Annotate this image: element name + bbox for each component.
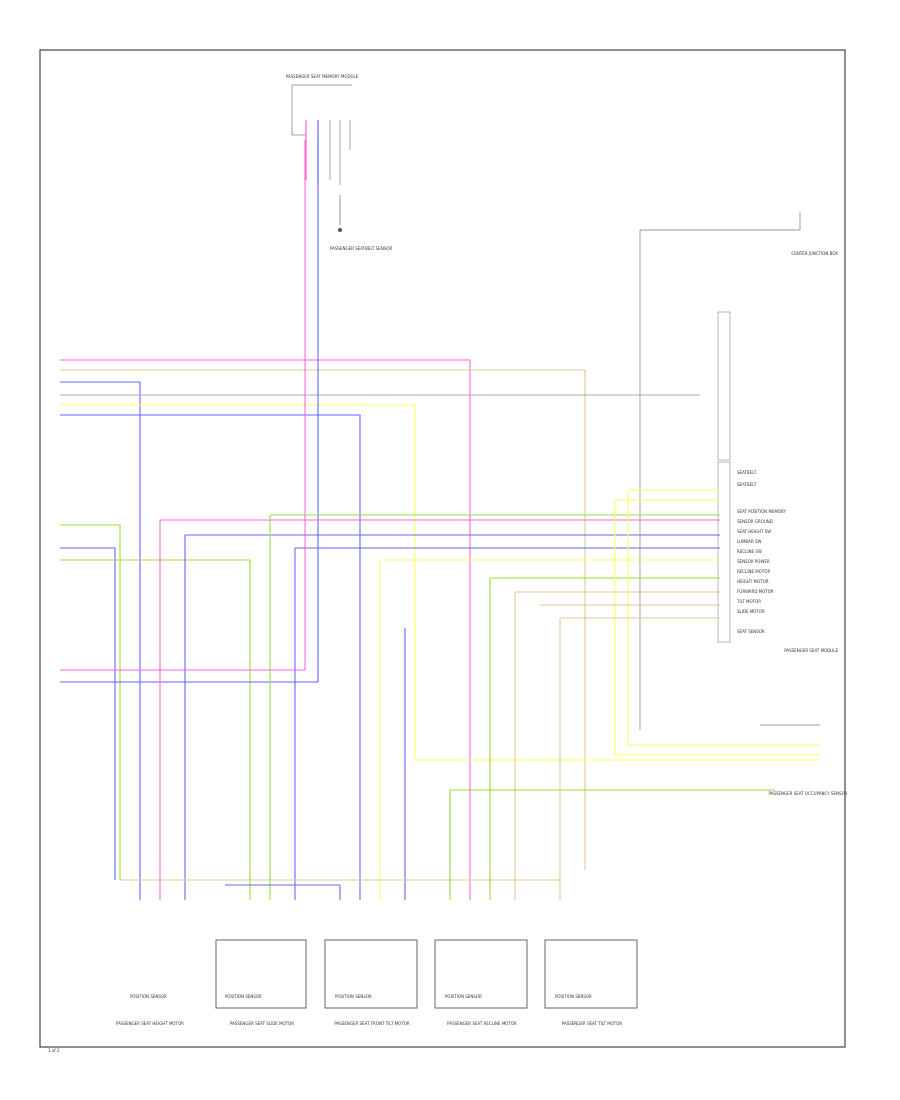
motor-4: POSITION SENSOR PASSENGER SEAT RECLINE M… [434, 939, 528, 1026]
motor-1-label: POSITION SENSOR [130, 994, 167, 999]
module-pin-11: SLIDE MOTOR [737, 609, 765, 614]
motor-4-label: POSITION SENSOR [445, 994, 482, 999]
module-pin-6: SENSOR POWER [737, 559, 770, 564]
svg-text:SEATBELT: SEATBELT [737, 470, 757, 475]
module-pin-1: SEAT POSITION MEMORY [737, 509, 787, 514]
module-pin-12: SEAT SENSOR [737, 629, 765, 634]
motor-2-caption: PASSENGER SEAT SLIDE MOTOR [230, 1021, 294, 1026]
motor-3-label: POSITION SENSOR [335, 994, 372, 999]
motor-5-caption: PASSENGER SEAT TILT MOTOR [562, 1021, 623, 1026]
top-right-label: CENTER JUNCTION BOX [791, 251, 838, 256]
motor-2-label: POSITION SENSOR [225, 994, 262, 999]
module-pin-7: RECLINE MOTOR [737, 569, 770, 574]
module-pin-2: SENSOR GROUND [737, 519, 773, 524]
bottom-components: POSITION SENSOR PASSENGER SEAT HEIGHT MO… [116, 939, 638, 1026]
pin-column [717, 311, 731, 643]
module-pin-3: SEAT HEIGHT SW [737, 529, 771, 534]
motor-2: POSITION SENSOR PASSENGER SEAT SLIDE MOT… [215, 939, 307, 1026]
seatbelt-note: PASSENGER SEATBELT SENSOR [330, 246, 393, 251]
motor-1: POSITION SENSOR PASSENGER SEAT HEIGHT MO… [116, 994, 184, 1026]
motor-4-caption: PASSENGER SEAT RECLINE MOTOR [447, 1021, 517, 1026]
right-module: SEATBELT SEATBELT SEAT POSITION MEMORY S… [736, 470, 838, 653]
module-pin-5: RECLINE SW [737, 549, 762, 554]
right-small-connector: PASSENGER SEAT OCCUPANCY SENSOR [760, 724, 848, 796]
diagram-frame [39, 49, 846, 1048]
right-module-name: PASSENGER SEAT MODULE [784, 648, 838, 653]
motor-1-caption: PASSENGER SEAT HEIGHT MOTOR [116, 1021, 184, 1026]
top-connector-label: PASSENGER SEAT MEMORY MODULE [286, 74, 359, 79]
module-pin-8: HEIGHT MOTOR [737, 579, 769, 584]
top-connector: PASSENGER SEAT MEMORY MODULE PASSENGER S… [286, 74, 393, 251]
motor-5-label: POSITION SENSOR [555, 994, 592, 999]
module-pin-10: TILT MOTOR [736, 599, 761, 604]
motor-3-caption: PASSENGER SEAT FRONT TILT MOTOR [334, 1021, 410, 1026]
junction-block-top: CENTER JUNCTION BOX [639, 212, 838, 730]
motor-3: POSITION SENSOR PASSENGER SEAT FRONT TIL… [324, 939, 418, 1026]
footer-code: 1 of 2 [48, 1048, 60, 1053]
seatbelt-right-label: PASSENGER SEAT OCCUPANCY SENSOR [769, 791, 848, 796]
motor-5: POSITION SENSOR PASSENGER SEAT TILT MOTO… [544, 939, 638, 1026]
wire-harness [60, 140, 820, 900]
svg-text:SEATBELT: SEATBELT [737, 482, 757, 487]
module-pin-9: FORWARD MOTOR [737, 589, 774, 594]
module-pin-4: LUMBAR SW [737, 539, 761, 544]
